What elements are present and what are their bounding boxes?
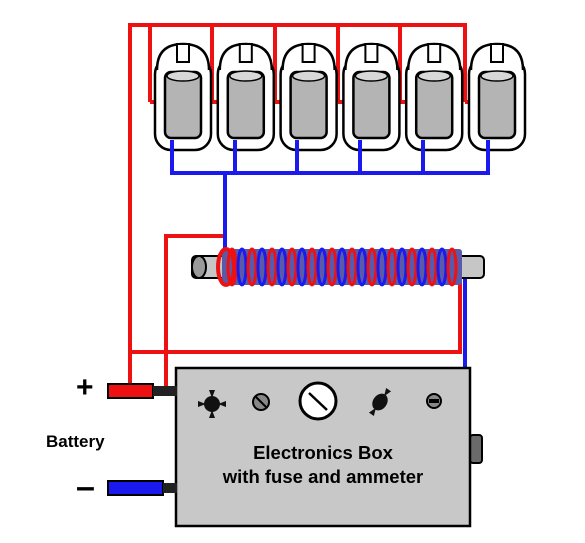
battery-label: Battery	[46, 432, 105, 451]
coil-turn	[306, 247, 318, 287]
positive-terminal-label: +	[76, 371, 94, 404]
coil-turn	[286, 247, 298, 287]
ammeter-dial-icon	[298, 381, 338, 421]
coil-turn	[446, 247, 458, 287]
negative-terminal-label: –	[76, 468, 95, 506]
coil-turn	[336, 247, 348, 287]
coil-turn	[266, 247, 278, 287]
side-connector-icon	[469, 434, 483, 464]
battery-negative-lead	[107, 480, 177, 496]
coil-turn	[356, 247, 368, 287]
coil-turn	[246, 247, 258, 287]
coil-turn	[416, 247, 428, 287]
switch-icon[interactable]	[426, 393, 442, 409]
cell-4	[342, 42, 401, 152]
cell-2	[216, 42, 276, 152]
cell-6	[467, 42, 527, 152]
battery-positive-lead	[107, 383, 177, 399]
cell-3	[279, 42, 338, 152]
coil-turn	[426, 247, 438, 287]
coil-turn	[406, 247, 418, 287]
coil-turn	[376, 247, 388, 287]
coil-turn	[296, 247, 308, 287]
electronics-box	[174, 366, 483, 528]
coil-turn	[386, 247, 398, 287]
box-title-line2: with fuse and ammeter	[222, 466, 424, 487]
coil	[191, 247, 485, 287]
coil-turn	[276, 247, 288, 287]
cells-row	[153, 42, 527, 152]
cell-5	[404, 42, 464, 152]
coil-turn	[366, 247, 378, 287]
potentiometer-knob-icon[interactable]	[198, 390, 226, 418]
coil-turn	[436, 247, 448, 287]
coil-turn	[326, 247, 338, 287]
coil-turn	[316, 247, 328, 287]
potentiometer-knob-icon[interactable]	[366, 386, 395, 419]
electronics-box-title: Electronics Box with fuse and ammeter	[176, 441, 470, 489]
coil-turn	[256, 247, 268, 287]
cell-1	[153, 42, 213, 152]
coil-turn	[396, 247, 408, 287]
screw-terminal-icon[interactable]	[252, 393, 270, 411]
coil-turn	[346, 247, 358, 287]
coil-turn	[236, 247, 248, 287]
box-title-line1: Electronics Box	[253, 442, 393, 463]
